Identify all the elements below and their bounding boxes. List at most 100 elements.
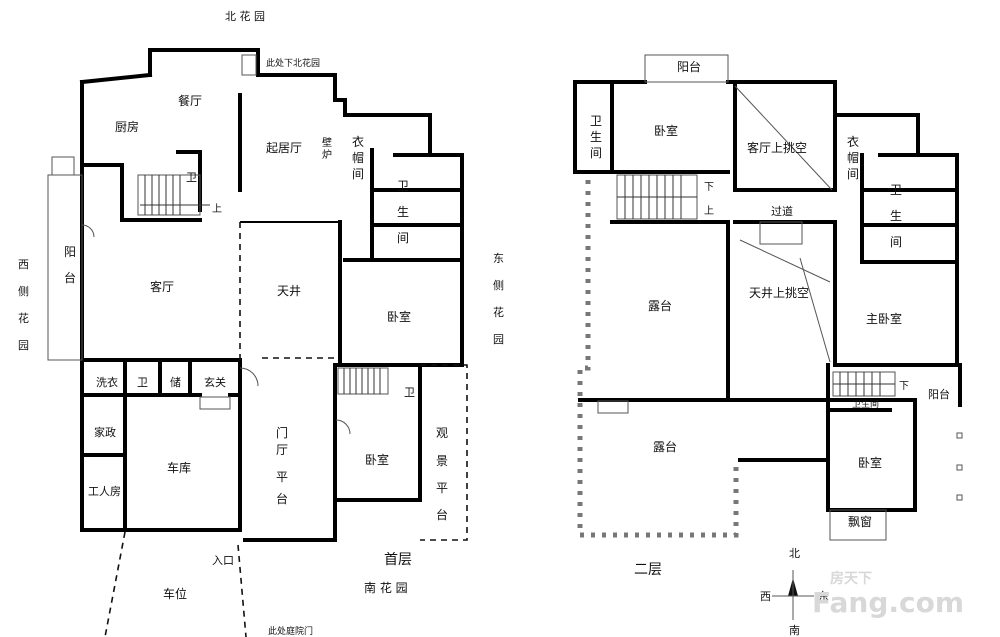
down2-label: 下	[899, 381, 909, 392]
bath-right-1: 卫	[890, 183, 902, 197]
viewing-deck-label-1: 观	[436, 426, 448, 440]
bedroom-bottom-label: 卧室	[858, 455, 882, 470]
second-stair	[616, 174, 698, 220]
cloak-2f-3: 间	[847, 167, 859, 181]
foyer-label: 玄关	[204, 375, 226, 389]
foyer-steps	[199, 396, 231, 410]
west-balcony-steps	[51, 156, 75, 176]
viewing-deck-label-2: 景	[436, 454, 448, 468]
entry-hall-label-1: 门	[276, 425, 288, 440]
parking-label: 车位	[163, 586, 187, 601]
down-label: 下	[704, 182, 714, 193]
courtyard-gate-label: 此处庭院门	[268, 625, 313, 637]
kitchen-label: 厨房	[115, 119, 139, 134]
second-stair-2	[832, 371, 896, 397]
north-garden-label: 北 花 园	[225, 10, 265, 23]
terrace-label-2: 台	[276, 491, 288, 506]
corridor-label: 过道	[771, 204, 793, 218]
compass-south: 南	[789, 624, 800, 637]
north-garden-below-label: 此处下北花园	[266, 57, 320, 69]
bathroom-label-1: 卫	[397, 179, 409, 193]
entrance-label: 入口	[212, 554, 234, 567]
compass-east: 东	[818, 590, 829, 603]
terrace-steps	[597, 400, 629, 414]
balcony-label-2: 台	[64, 270, 76, 285]
east-garden-char-2: 侧	[493, 279, 504, 292]
up-label: 上	[212, 203, 222, 215]
terrace-top-label: 露台	[648, 298, 672, 313]
bath-right-2: 生	[890, 209, 902, 223]
hall-label: 客厅	[150, 279, 174, 294]
watermark: 房天下 Fang.com	[812, 570, 964, 619]
balcony-door-arc	[81, 224, 95, 238]
east-dots	[956, 432, 963, 501]
bay-window-frame	[829, 509, 887, 541]
bedroom-door-arc	[335, 419, 351, 435]
entry-door-arc	[239, 367, 259, 387]
patio-label: 天井	[277, 284, 301, 298]
bath-right-3: 间	[890, 235, 902, 249]
balcony-label-1: 阳	[64, 245, 76, 259]
ground-stair	[137, 174, 210, 216]
entry-hall-label-2: 厅	[276, 443, 288, 457]
hall-void-label: 客厅上挑空	[747, 140, 807, 155]
west-garden-char-4: 园	[18, 339, 29, 352]
bedroom2-label: 卧室	[365, 452, 389, 467]
master-bedroom-label: 主卧室	[866, 311, 902, 326]
cloakroom-label-1: 衣	[352, 134, 364, 149]
housekeeping-label: 家政	[94, 425, 116, 439]
top-balcony-frame	[644, 54, 729, 83]
south-garden-label: 南 花 园	[364, 580, 408, 595]
cloak-2f-1: 衣	[847, 134, 859, 149]
terrace-bottom-label: 露台	[653, 439, 677, 454]
ground-floor-walls	[79, 48, 464, 542]
fireplace-label-1: 壁	[322, 136, 332, 149]
laundry-label: 洗衣	[96, 375, 118, 389]
patio-void-label: 天井上挑空	[749, 286, 809, 300]
fireplace-label-2: 炉	[322, 149, 332, 161]
west-balcony-frame	[47, 174, 83, 361]
bath-left-1: 卫	[590, 114, 602, 128]
balcony-right-label: 阳台	[928, 387, 950, 401]
viewing-deck-label-4: 台	[436, 507, 448, 522]
bathroom-label-2: 生	[397, 205, 409, 219]
garage-label: 车库	[167, 460, 191, 475]
west-garden-char-3: 花	[18, 312, 29, 325]
compass-west: 西	[760, 590, 771, 603]
cloakroom-label-2: 帽	[352, 150, 364, 165]
terrace-label-1: 平	[276, 470, 288, 484]
bath-left-3: 间	[590, 146, 602, 160]
second-floor-title: 二层	[634, 562, 662, 578]
bay-window-label: 飘窗	[848, 515, 872, 529]
up-2f-label: 上	[704, 205, 714, 217]
storage-label: 储	[170, 375, 181, 389]
balcony-top-label: 阳台	[677, 59, 701, 74]
watermark-en: Fang.com	[812, 586, 964, 619]
west-garden-char-2: 侧	[18, 285, 29, 298]
west-garden-char-1: 西	[18, 258, 29, 271]
bedroom-top-label: 卧室	[654, 123, 678, 138]
east-garden-char-4: 园	[493, 333, 504, 346]
wc2-label: 卫	[137, 376, 148, 389]
ground-stair-2	[337, 367, 389, 395]
corridor-frame	[759, 221, 803, 245]
wc-2f-label: 卫生间	[852, 398, 879, 410]
bathroom-label-3: 间	[397, 231, 409, 245]
cloak-2f-2: 帽	[847, 150, 859, 165]
dining-label: 餐厅	[178, 93, 202, 108]
compass-north: 北	[789, 547, 800, 560]
servant-room-label: 工人房	[88, 485, 121, 498]
bedroom-label: 卧室	[387, 309, 411, 324]
living-room-label: 起居厅	[266, 141, 302, 155]
cloakroom-label-3: 间	[352, 167, 364, 181]
north-steps	[241, 54, 257, 76]
viewing-deck-label-3: 平	[436, 481, 448, 495]
wc3-label: 卫	[404, 386, 415, 399]
east-garden-char-1: 东	[493, 252, 504, 265]
compass: 北 西 南 东	[760, 547, 829, 637]
ground-floor-title: 首层	[384, 552, 412, 568]
east-garden-char-3: 花	[493, 306, 504, 319]
bath-left-2: 生	[590, 130, 602, 144]
wc-label: 卫	[186, 171, 197, 184]
